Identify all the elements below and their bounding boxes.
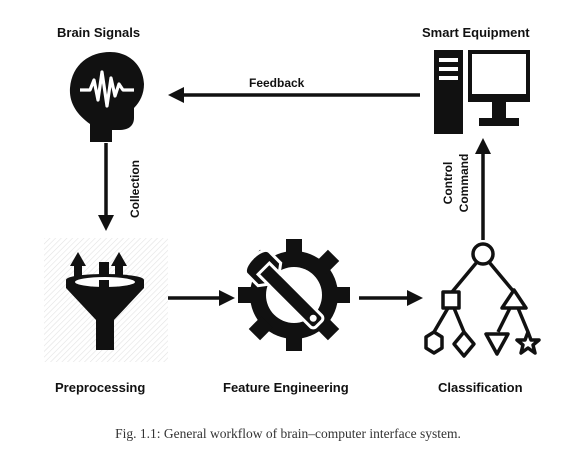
brain-signal-head-icon (69, 52, 144, 142)
arrowhead-pre-to-feature (219, 290, 235, 306)
gear-wrench-icon (238, 239, 350, 351)
label-smart-equipment: Smart Equipment (422, 25, 530, 40)
classification-tree-icon (424, 242, 541, 358)
figure-caption: Fig. 1.1: General workflow of brain–comp… (115, 426, 461, 441)
arrowhead-feature-to-class (407, 290, 423, 306)
label-feedback: Feedback (249, 76, 305, 90)
arrowhead-collection (98, 215, 114, 231)
label-preprocessing: Preprocessing (55, 380, 146, 395)
computer-monitor-icon (434, 50, 530, 134)
label-brain-signals: Brain Signals (57, 25, 141, 40)
label-feature-engineering: Feature Engineering (223, 380, 349, 395)
label-classification: Classification (438, 380, 523, 395)
filter-funnel-icon (44, 238, 168, 362)
arrowhead-control-command (475, 138, 491, 154)
arrowhead-feedback (168, 87, 184, 103)
